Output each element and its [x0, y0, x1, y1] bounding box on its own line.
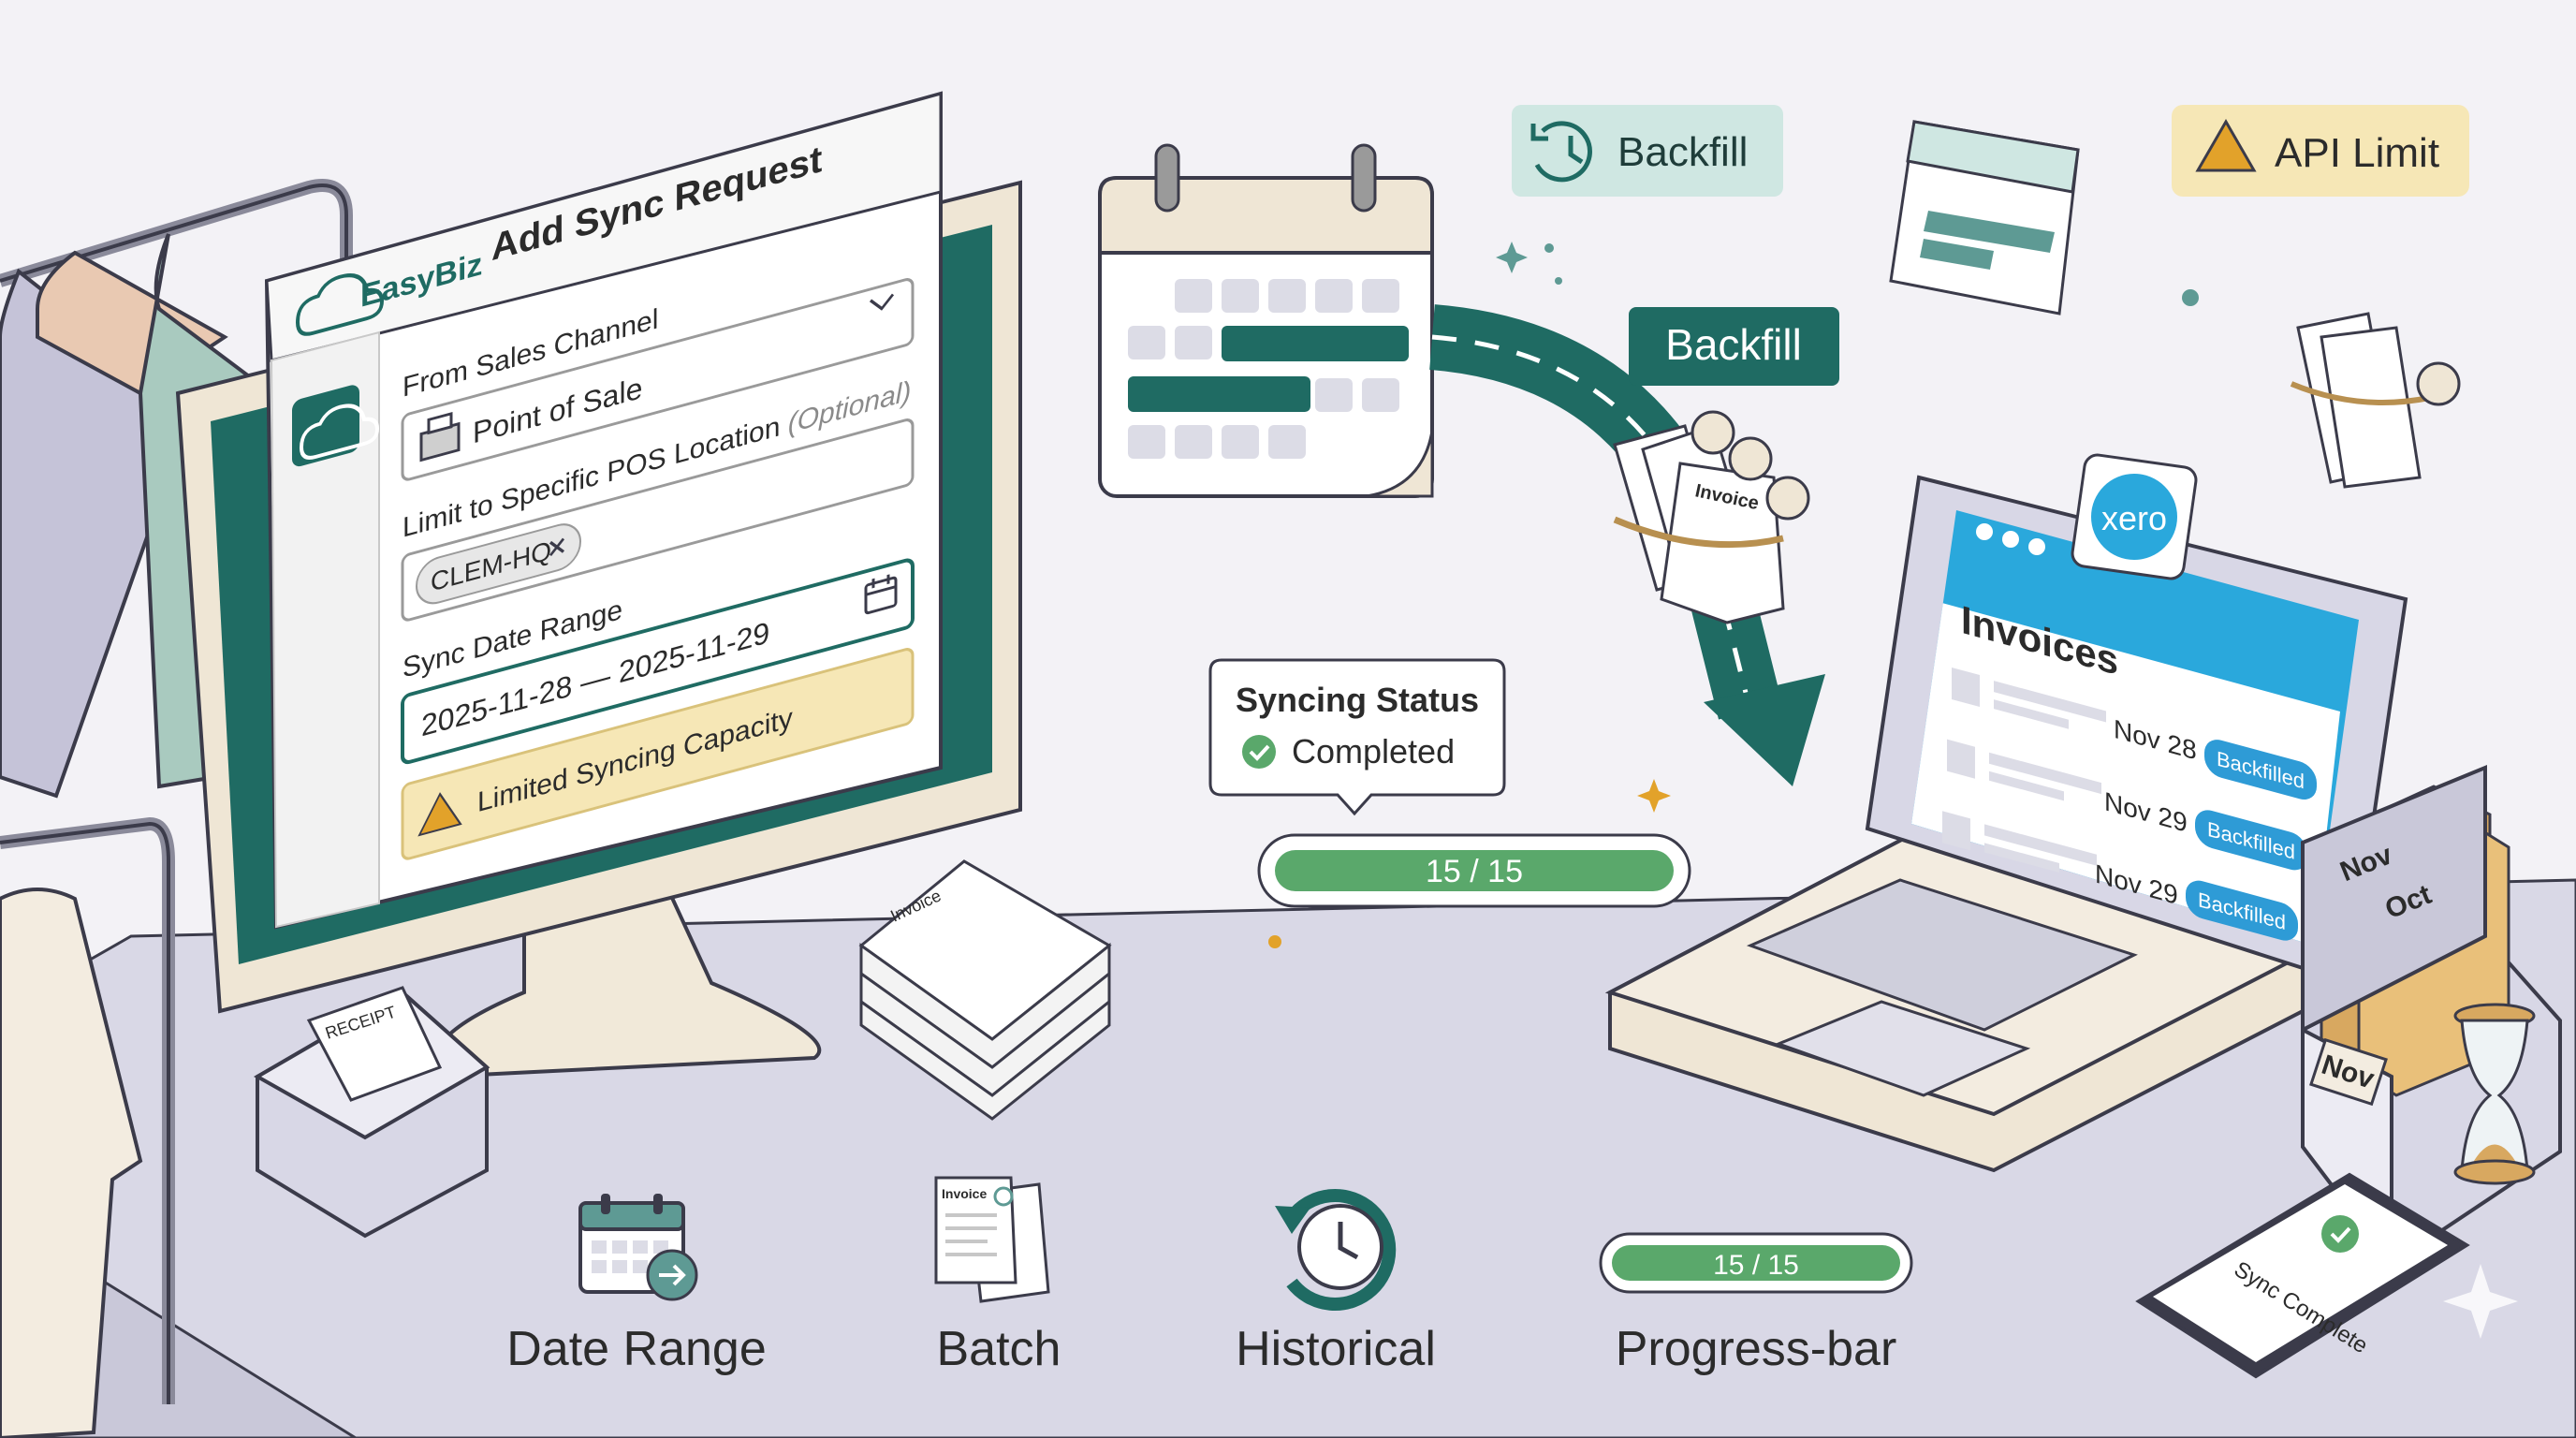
api-limit-text: API Limit	[2275, 130, 2439, 176]
legend-batch: Invoice Batch	[934, 1176, 1061, 1376]
invoice-stack-icon: Invoice	[858, 859, 1112, 1121]
location-tag-chip[interactable]	[416, 520, 581, 609]
backfill-label-tag: Backfill	[1629, 307, 1839, 386]
syncing-status-card: Syncing Status Completed	[1208, 658, 1506, 816]
xero-logo-text: xero	[2101, 499, 2167, 537]
progress-bar-icon: 15 / 15	[1599, 1232, 1913, 1294]
legend-label: Batch	[937, 1322, 1061, 1376]
status-value: Completed	[1292, 732, 1455, 770]
legend-progress-bar: 15 / 15 Progress-bar	[1599, 1232, 1913, 1376]
check-icon	[2321, 1215, 2359, 1253]
sparkle-icon	[1268, 242, 2199, 948]
chevron-down-icon[interactable]	[869, 293, 895, 311]
progress-label: 15 / 15	[1426, 854, 1523, 889]
capacity-warning	[401, 648, 915, 860]
invoice-stack-icon: Invoice	[934, 1176, 1050, 1303]
close-icon[interactable]	[549, 537, 565, 557]
cash-register-icon	[419, 411, 461, 462]
status-badge	[2186, 880, 2298, 941]
status-badge	[2195, 810, 2307, 871]
calendar-icon[interactable]	[864, 573, 898, 615]
date-range-input[interactable]	[401, 558, 915, 765]
clock-icon	[1690, 410, 1735, 455]
check-icon	[1242, 735, 1276, 769]
receipt-printer-icon: RECEIPT	[253, 986, 490, 1239]
calendar-document-icon	[1889, 120, 2080, 315]
backfill-tag-text: Backfill	[1665, 320, 1802, 369]
invoice-bundle-icon: Invoice	[1613, 410, 1810, 624]
status-badge	[2204, 740, 2317, 800]
warning-icon	[417, 792, 462, 837]
smartphone-icon: Sync Complete	[2135, 1172, 2470, 1379]
legend-progress-text: 15 / 15	[1713, 1250, 1799, 1281]
backfill-top-text: Backfill	[1617, 129, 1748, 175]
legend-label: Date Range	[506, 1322, 767, 1376]
hourglass-icon	[2453, 1003, 2536, 1185]
legend-label: Progress-bar	[1616, 1322, 1897, 1376]
history-clock-icon	[1275, 1189, 1397, 1311]
sync-progress-bar: 15 / 15	[1257, 833, 1691, 908]
sales-channel-select[interactable]	[401, 278, 915, 481]
xero-logo: xero	[2071, 453, 2198, 580]
legend-historical: Historical	[1236, 1189, 1436, 1376]
api-limit-tag: API Limit	[2172, 105, 2469, 197]
sparkle-icon	[2443, 1264, 2518, 1339]
invoice-bundle-small-icon	[2290, 312, 2461, 489]
warning-icon	[2195, 118, 2257, 172]
backfill-history-tag: Backfill	[1512, 105, 1783, 197]
clock-icon	[2416, 361, 2461, 406]
calendar-arrow-icon	[578, 1194, 698, 1301]
history-clock-icon	[1530, 121, 1592, 183]
cloud-icon	[299, 404, 380, 460]
clothing-rack-icon	[0, 179, 353, 1438]
legend-label: Historical	[1236, 1322, 1436, 1376]
legend-date-range: Date Range	[506, 1194, 767, 1376]
batch-invoice-label: Invoice	[942, 1186, 987, 1201]
status-title: Syncing Status	[1236, 681, 1479, 719]
calendar-icon-large	[1098, 143, 1434, 498]
